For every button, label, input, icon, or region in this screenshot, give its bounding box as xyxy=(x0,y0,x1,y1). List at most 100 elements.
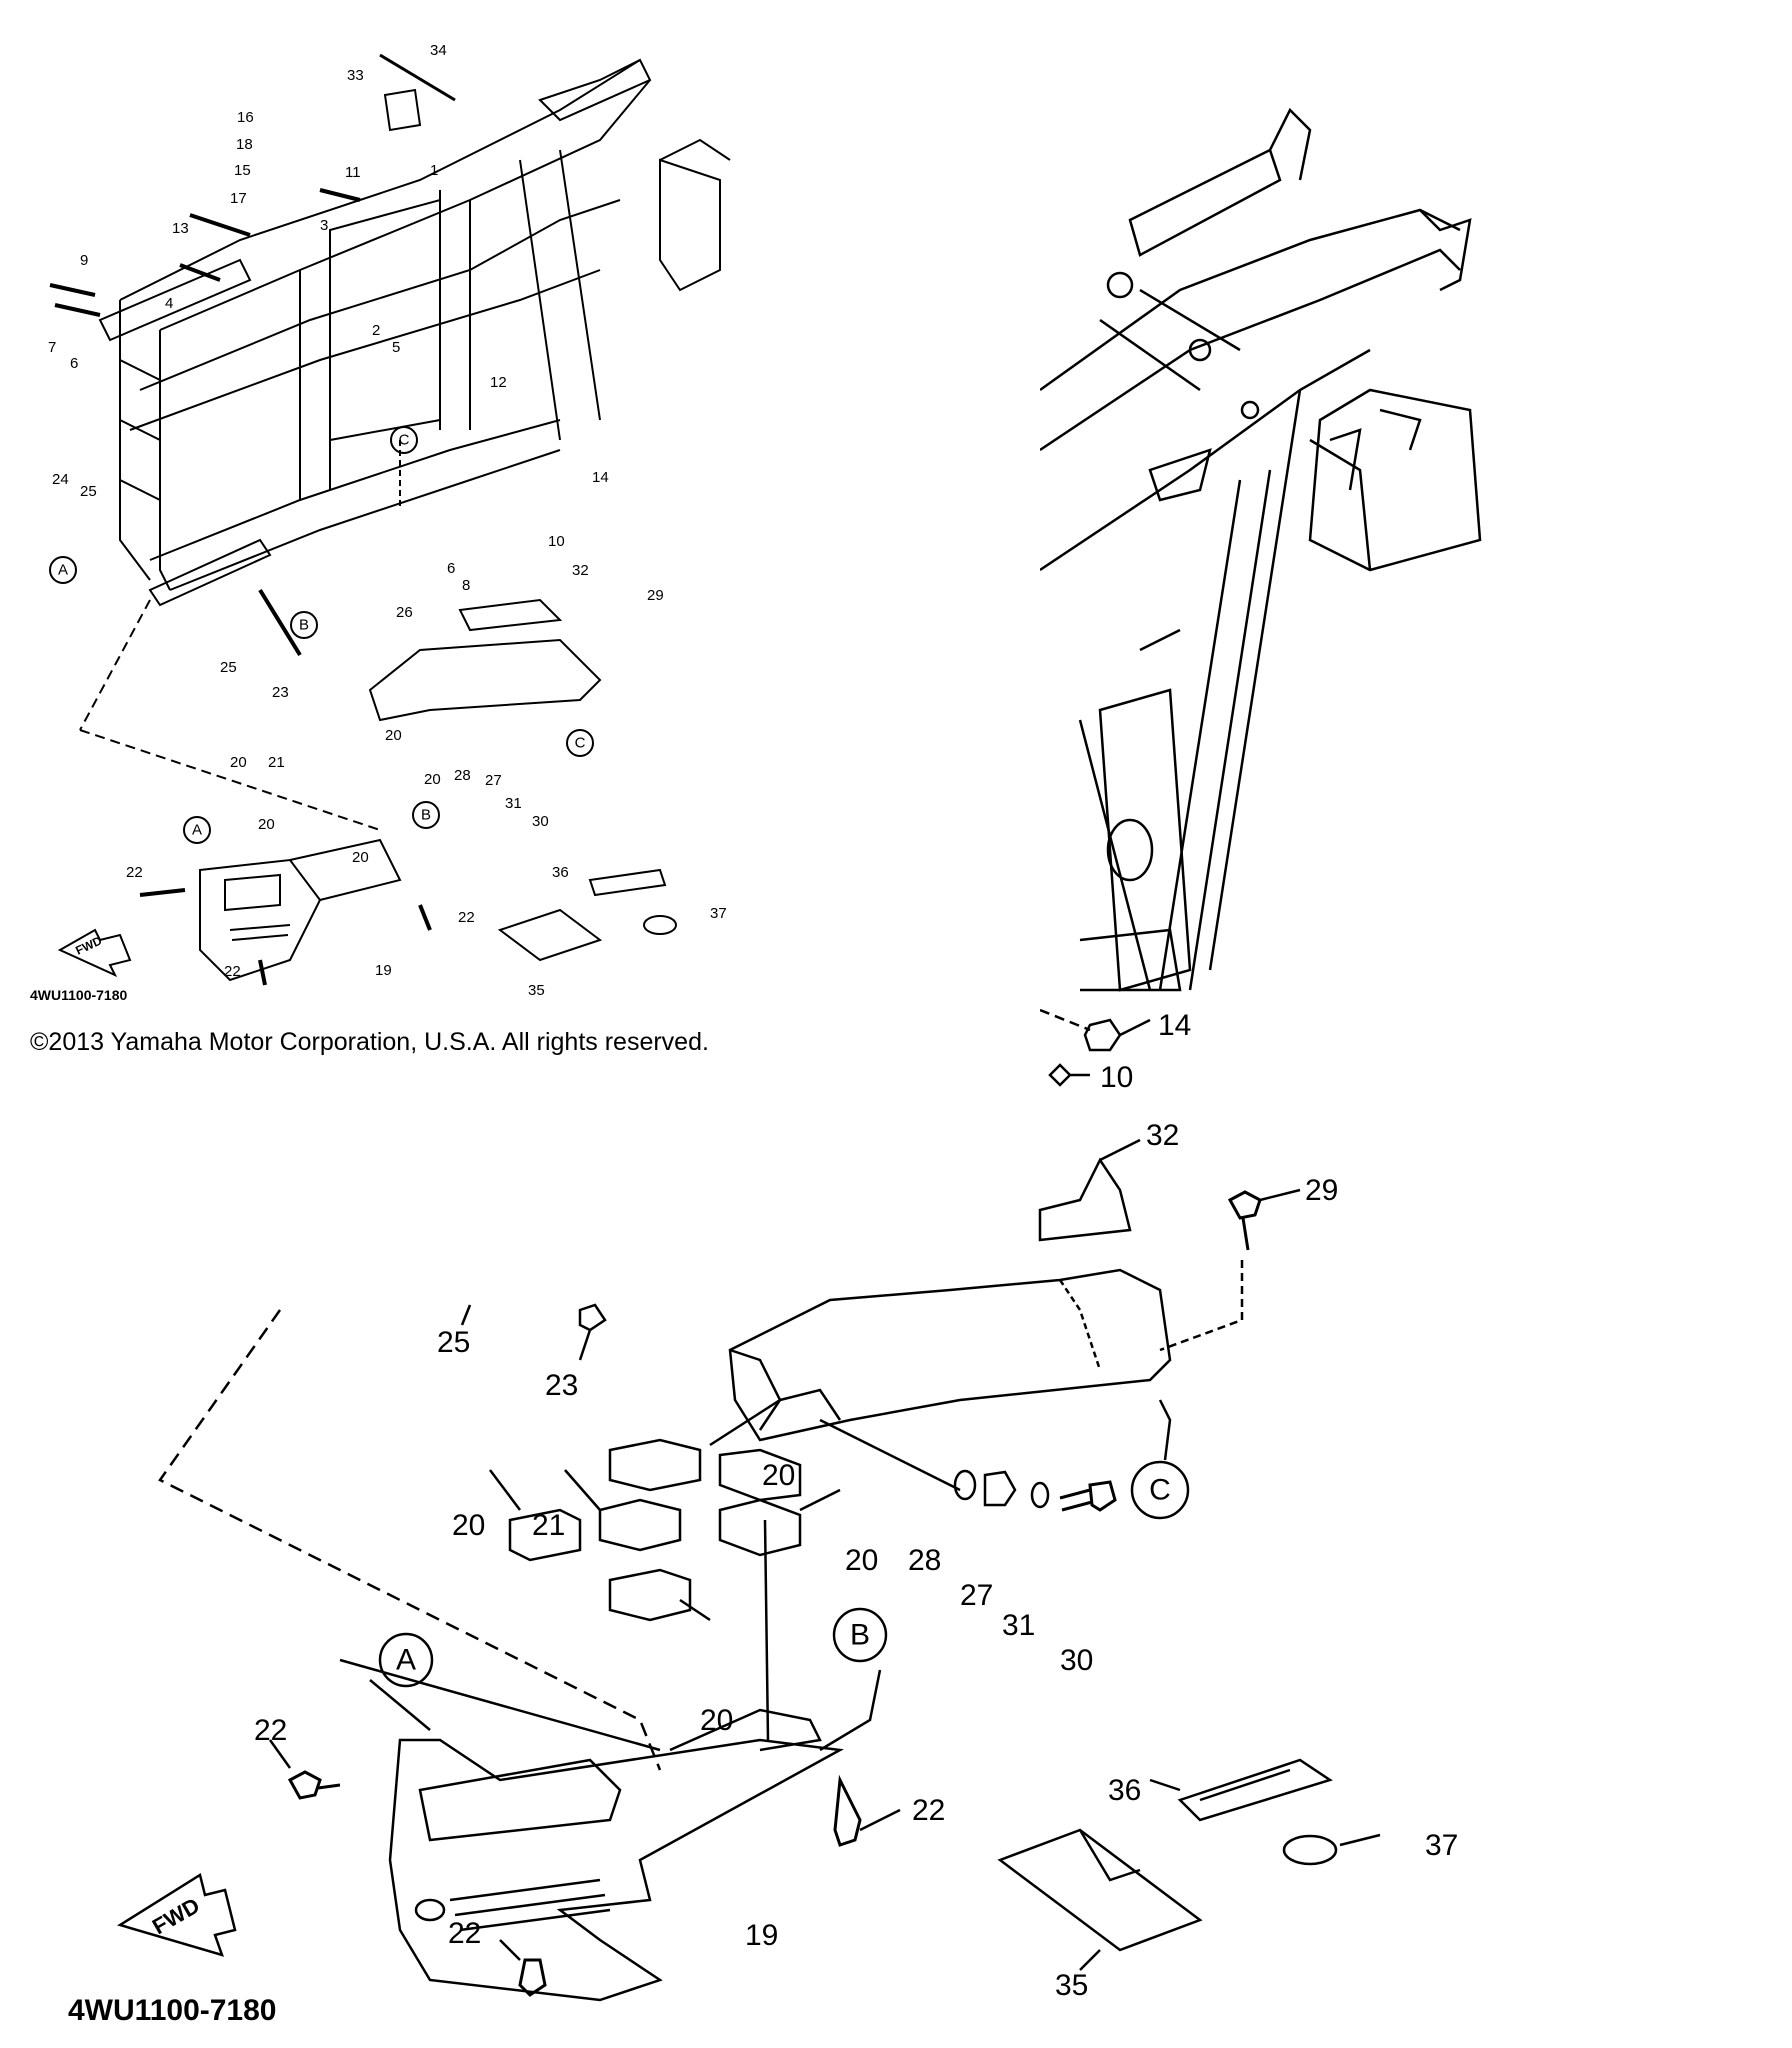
leader-b xyxy=(819,1669,882,1752)
bolt-22-left xyxy=(287,1770,341,1800)
bolt-hole xyxy=(1106,271,1134,299)
bolt-29 xyxy=(1227,1190,1262,1251)
battery-box-slots xyxy=(1329,408,1422,491)
leader-20-right xyxy=(799,1488,841,1512)
ref-label: A xyxy=(58,562,68,579)
center-plate xyxy=(329,198,441,442)
leader-to-28 xyxy=(819,1418,961,1492)
washer-31 xyxy=(1030,1481,1050,1509)
exhaust-guard xyxy=(368,638,602,722)
callout: 22 xyxy=(254,1714,287,1747)
callout: 37 xyxy=(710,905,727,922)
copyright-notice: ©2013 Yamaha Motor Corporation, U.S.A. A… xyxy=(30,1028,709,1056)
ref-label: B xyxy=(299,617,309,634)
ref-circle-a xyxy=(49,556,77,584)
callout: 3 xyxy=(320,217,328,234)
frame-top-rail-left xyxy=(119,59,641,301)
callout: 36 xyxy=(1108,1774,1141,1807)
callout: 25 xyxy=(220,659,237,676)
callout: 37 xyxy=(1425,1829,1458,1862)
skid-plate xyxy=(388,1738,844,2002)
tool-pouch xyxy=(497,908,603,962)
callout: 15 xyxy=(234,162,251,179)
callout: 30 xyxy=(1060,1644,1093,1677)
damper-block xyxy=(508,1508,582,1562)
o-ring xyxy=(643,915,677,935)
zoom-bottom-diagram: C A B 32 29 25 23 20 20 21 20 20 28 27 3… xyxy=(0,1100,1500,2048)
callout: 32 xyxy=(572,562,589,579)
frame-lower-rail xyxy=(129,269,601,431)
callout: 14 xyxy=(592,469,609,486)
ref-label: C xyxy=(399,432,410,449)
ref-label: A xyxy=(396,1644,416,1677)
leader-36 xyxy=(1149,1778,1181,1792)
dashed-leader-a xyxy=(158,1309,662,1771)
bolt-30 xyxy=(1059,1480,1117,1512)
frame-bottom-rail-left xyxy=(149,419,561,561)
callout: 17 xyxy=(230,190,247,207)
bottom-bracket xyxy=(1079,928,1182,992)
tool-pouch xyxy=(997,1828,1203,1952)
callout: 23 xyxy=(545,1369,578,1402)
callout: 35 xyxy=(528,982,545,999)
callout: 18 xyxy=(236,136,253,153)
callout: 13 xyxy=(172,220,189,237)
front-loop-right xyxy=(159,330,171,591)
cable-tie xyxy=(379,53,456,102)
bolts xyxy=(49,188,432,986)
guard-tab-c xyxy=(1158,1399,1172,1461)
leader-20-top xyxy=(709,1398,782,1447)
callout: 27 xyxy=(485,772,502,789)
callout: 19 xyxy=(375,962,392,979)
callout: 21 xyxy=(532,1509,565,1542)
callout: 12 xyxy=(490,374,507,391)
leader-22-left xyxy=(268,1739,292,1769)
leader-21 xyxy=(564,1469,601,1511)
front-bracket xyxy=(98,258,252,342)
callout: 4 xyxy=(165,295,173,312)
callout: 33 xyxy=(347,67,364,84)
leader-20-left xyxy=(489,1469,521,1511)
ref-label: C xyxy=(575,735,586,752)
skid-window xyxy=(418,1758,622,1842)
washer-10 xyxy=(1048,1063,1090,1087)
leader-35 xyxy=(1079,1949,1101,1971)
heat-shield-32 xyxy=(458,598,563,632)
drawing-code: 4WU1100-7180 xyxy=(30,987,128,1003)
callout: 20 xyxy=(762,1459,795,1492)
ref-label: C xyxy=(1149,1474,1171,1507)
ref-label: B xyxy=(850,1619,870,1652)
leader-a xyxy=(79,599,381,831)
callout: 7 xyxy=(48,339,56,356)
bolt-22-bottom xyxy=(518,1958,547,1997)
leader-22-bottom xyxy=(499,1939,521,1961)
rear-tab-lower xyxy=(1419,209,1472,292)
fwd-arrow-shape xyxy=(57,928,132,978)
callout: 2 xyxy=(372,322,380,339)
tool-36 xyxy=(1177,1758,1333,1822)
overview-diagram: A B C A B C 1 2 3 4 5 6 6 7 8 9 10 11 12… xyxy=(0,0,780,1010)
zoom-frame-drawing: 14 10 xyxy=(1040,107,1482,1094)
callout: 35 xyxy=(1055,1969,1088,2002)
fwd-arrow-shape xyxy=(116,1873,237,1957)
side-plate xyxy=(1098,688,1192,992)
ref-circle-b-lower xyxy=(412,801,440,829)
mount-hole xyxy=(1106,818,1154,882)
bolt-hole xyxy=(1240,400,1260,420)
callout: 8 xyxy=(462,577,470,594)
battery-box-edge xyxy=(1309,438,1372,571)
damper-block xyxy=(608,1568,692,1622)
ref-circle-c xyxy=(1130,1460,1190,1520)
damper-block xyxy=(718,1448,802,1502)
bolt-23 xyxy=(578,1303,607,1332)
callout: 10 xyxy=(1100,1061,1133,1094)
cross-struts xyxy=(1099,288,1241,392)
fwd-label: FWD xyxy=(148,1893,204,1940)
damper-block xyxy=(608,1438,702,1492)
skid-plate-vents xyxy=(229,924,291,941)
solid-leader-a xyxy=(339,1658,661,1752)
top-rail-second xyxy=(1040,248,1461,452)
callout: 29 xyxy=(1305,1174,1338,1207)
callout: 25 xyxy=(80,483,97,500)
battery-box-zoom xyxy=(1308,388,1482,572)
